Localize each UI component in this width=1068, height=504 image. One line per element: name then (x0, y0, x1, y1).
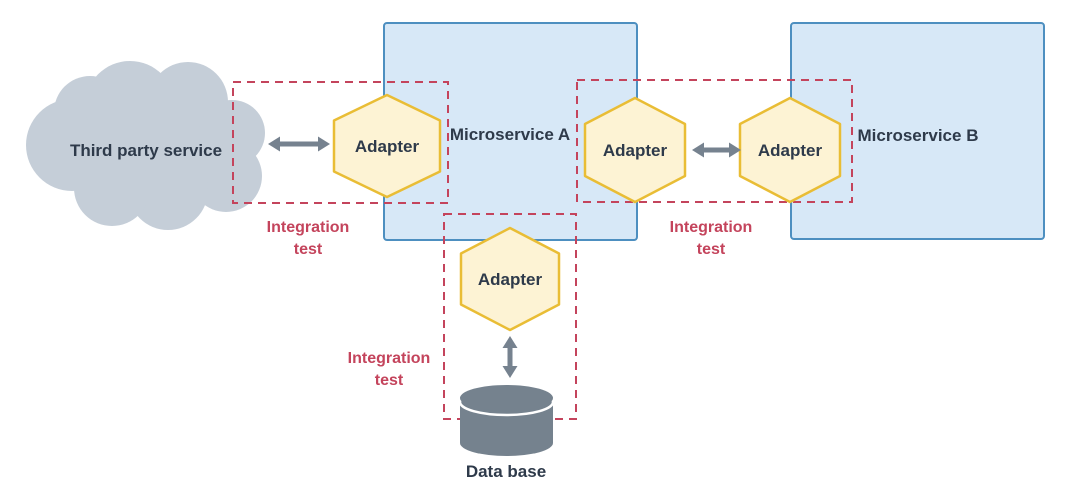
cloud-bump (74, 150, 150, 226)
arrow-cloud-to-adapter (268, 136, 330, 152)
microservice-a-label: Microservice A (450, 125, 570, 144)
integration-test-3-label-line1: Integration (348, 350, 431, 367)
adapter-4-hexagon (459, 226, 561, 332)
adapter-4-label: Adapter (478, 270, 543, 289)
database-top (460, 385, 553, 411)
arrow-head-bottom (502, 366, 518, 378)
adapter-3-hexagon (738, 96, 842, 204)
arrow-head-right (729, 142, 741, 158)
arrow-head-top (502, 336, 518, 348)
integration-test-1-label-line2: test (294, 241, 323, 258)
arrow-head-left (268, 136, 280, 152)
adapter-2-hexagon (583, 96, 687, 204)
arrow-head-right (318, 136, 330, 152)
database-label: Data base (466, 462, 546, 481)
arrow-adapter-to-adapter (692, 142, 741, 158)
third-party-service-label: Third party service (70, 141, 222, 160)
cloud-bump (85, 61, 175, 151)
integration-test-box-2 (576, 79, 853, 203)
integration-test-2-label-line2: test (697, 241, 726, 258)
database-body (460, 402, 553, 456)
adapter-3-label: Adapter (758, 141, 823, 160)
integration-test-3-label-line2: test (375, 372, 404, 389)
adapter-1-label: Adapter (355, 137, 420, 156)
cloud-bump (190, 140, 262, 212)
adapter-2-label: Adapter (603, 141, 668, 160)
integration-test-2-label-line1: Integration (670, 219, 753, 236)
adapter-1-hexagon (332, 93, 442, 199)
database-cylinder (458, 385, 555, 456)
third-party-service-cloud (26, 61, 265, 230)
integration-test-1-label-line1: Integration (267, 219, 350, 236)
cloud-bump (128, 150, 208, 230)
arrow-head-left (692, 142, 704, 158)
microservice-b-label: Microservice B (858, 126, 979, 145)
arrow-adapter-to-database (502, 336, 518, 378)
